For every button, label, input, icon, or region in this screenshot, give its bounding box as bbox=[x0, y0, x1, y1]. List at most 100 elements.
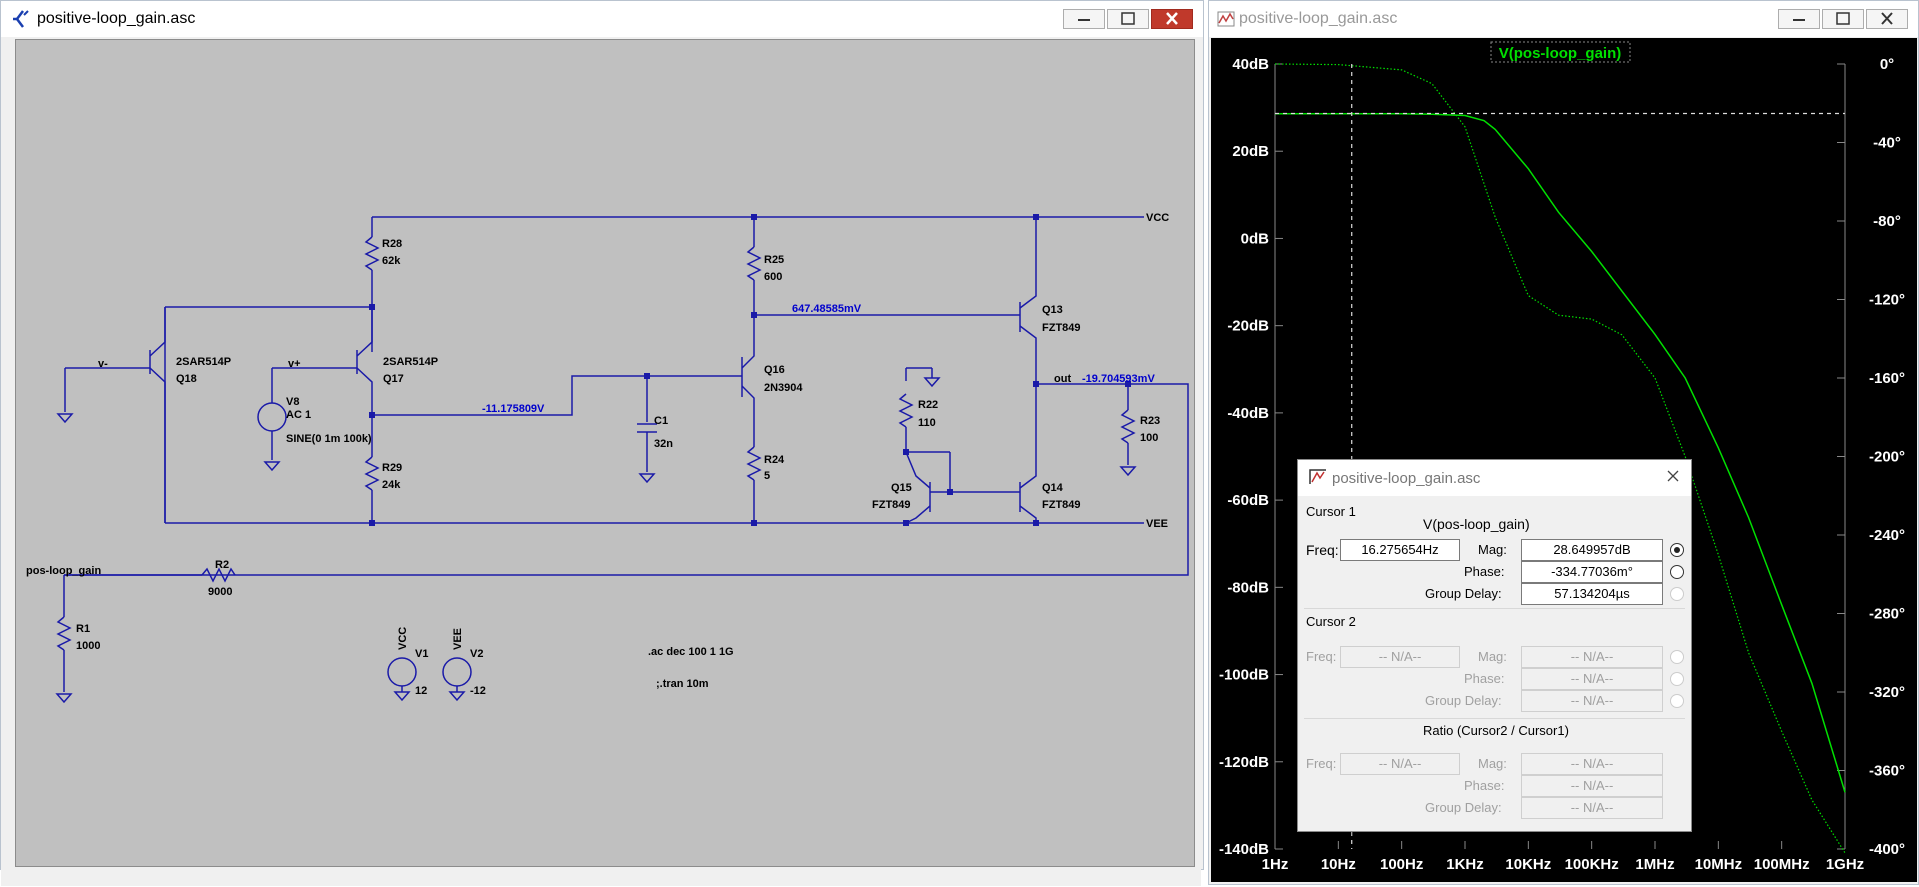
q13-model: FZT849 bbox=[1042, 322, 1081, 334]
plot-maximize-button[interactable] bbox=[1822, 9, 1864, 29]
cursor2-phase-label: Phase: bbox=[1464, 671, 1505, 686]
plot-minimize-button[interactable] bbox=[1778, 9, 1820, 29]
voltage-label-out: -19.704593mV bbox=[1082, 373, 1155, 385]
y2-tick-label: -80° bbox=[1873, 213, 1901, 230]
r29-value: 24k bbox=[382, 479, 401, 491]
trace-title-box bbox=[1490, 41, 1631, 63]
v8-sine: SINE(0 1m 100k) bbox=[286, 433, 372, 445]
cursor1-phase-label: Phase: bbox=[1464, 564, 1505, 579]
cursor-dialog: positive-loop_gain.asc Cursor 1 V(pos-lo… bbox=[1297, 459, 1692, 832]
cursor1-mag-label: Mag: bbox=[1478, 542, 1507, 557]
cursor1-mag-field[interactable]: 28.649957dB bbox=[1521, 539, 1663, 561]
cursor2-freq-field: -- N/A-- bbox=[1340, 646, 1460, 668]
cursor1-phase-radio[interactable] bbox=[1670, 565, 1684, 579]
x-tick-label: 1Hz bbox=[1262, 856, 1289, 873]
phase-trace bbox=[1274, 63, 1846, 854]
cursor1-group-delay-radio[interactable] bbox=[1670, 587, 1684, 601]
cursor2-phase-radio bbox=[1670, 672, 1684, 686]
ratio-freq-field: -- N/A-- bbox=[1340, 753, 1460, 775]
r24-name: R24 bbox=[764, 454, 785, 466]
y2-tick-label: -360° bbox=[1869, 763, 1905, 780]
plot-titlebar[interactable]: positive-loop_gain.asc bbox=[1209, 1, 1918, 37]
r2-value: 9000 bbox=[208, 586, 232, 598]
cursor1-phase-field[interactable]: -334.77036m° bbox=[1521, 561, 1663, 583]
y-tick-label: 0dB bbox=[1241, 230, 1270, 247]
cursor2-group-delay-radio bbox=[1670, 694, 1684, 708]
minimize-button[interactable] bbox=[1063, 9, 1105, 29]
trace-title[interactable]: V(pos-loop_gain) bbox=[1499, 45, 1622, 62]
y-tick-label: -60dB bbox=[1227, 492, 1269, 509]
cursor-dialog-titlebar[interactable]: positive-loop_gain.asc bbox=[1298, 460, 1691, 496]
cursor1-freq-label: Freq: bbox=[1306, 542, 1339, 558]
r22-name: R22 bbox=[918, 399, 938, 411]
cursor2-group-delay-field: -- N/A-- bbox=[1521, 690, 1663, 712]
ltspice-schematic-icon bbox=[9, 9, 31, 34]
y2-tick-label: -160° bbox=[1869, 370, 1905, 387]
v2-net: VEE bbox=[452, 628, 464, 650]
c1-name: C1 bbox=[654, 415, 668, 427]
y-tick-label: -40dB bbox=[1227, 405, 1269, 422]
cursor2-mag-field: -- N/A-- bbox=[1521, 646, 1663, 668]
r29-name: R29 bbox=[382, 462, 402, 474]
status-strip bbox=[1, 869, 1201, 886]
r23-value: 100 bbox=[1140, 432, 1158, 444]
r24-value: 5 bbox=[764, 470, 770, 482]
y2-tick-label: -400° bbox=[1869, 841, 1905, 858]
r28-value: 62k bbox=[382, 255, 401, 267]
y2-tick-label: -240° bbox=[1869, 527, 1905, 544]
q15-name: Q15 bbox=[891, 482, 912, 494]
cursor1-separator bbox=[1304, 608, 1685, 609]
q16-name: Q16 bbox=[764, 364, 785, 376]
schematic-canvas[interactable]: VCC VEE v- v+ out pos-loop_gain R28 62k … bbox=[15, 39, 1195, 867]
cursor2-mag-label: Mag: bbox=[1478, 649, 1507, 664]
cursor1-mag-radio[interactable] bbox=[1670, 543, 1684, 557]
y2-tick-label: -40° bbox=[1873, 135, 1901, 152]
r1-value: 1000 bbox=[76, 640, 100, 652]
y-tick-label: 20dB bbox=[1232, 143, 1269, 160]
x-tick-label: 100KHz bbox=[1565, 856, 1619, 873]
cursor2-mag-radio bbox=[1670, 650, 1684, 664]
y-tick-label: -120dB bbox=[1219, 754, 1269, 771]
v2-name: V2 bbox=[470, 648, 483, 660]
ac-directive[interactable]: .ac dec 100 1 1G bbox=[648, 646, 734, 658]
v8-ac: AC 1 bbox=[286, 409, 311, 421]
net-label-vcc: VCC bbox=[1146, 212, 1169, 224]
cursor2-group-delay-label: Group Delay: bbox=[1425, 693, 1502, 708]
voltage-label-q17-collector: -11.175809V bbox=[482, 403, 545, 415]
y-tick-label: -80dB bbox=[1227, 579, 1269, 596]
cursor2-freq-label: Freq: bbox=[1306, 649, 1337, 664]
q17-model: 2SAR514P bbox=[383, 356, 438, 368]
ratio-mag-field: -- N/A-- bbox=[1521, 753, 1663, 775]
plot-close-button[interactable] bbox=[1866, 9, 1908, 29]
net-label-vee: VEE bbox=[1146, 518, 1168, 530]
cursor1-label: Cursor 1 bbox=[1306, 504, 1356, 519]
maximize-button[interactable] bbox=[1107, 9, 1149, 29]
x-tick-label: 1KHz bbox=[1446, 856, 1484, 873]
schematic-title: positive-loop_gain.asc bbox=[37, 10, 196, 27]
q18-model: 2SAR514P bbox=[176, 356, 231, 368]
v1-name: V1 bbox=[415, 648, 428, 660]
plot-title: positive-loop_gain.asc bbox=[1239, 10, 1398, 27]
q17-name: Q17 bbox=[383, 373, 404, 385]
y-tick-label: 40dB bbox=[1232, 56, 1269, 73]
cursor-dialog-title: positive-loop_gain.asc bbox=[1332, 470, 1481, 487]
ratio-group-delay-label: Group Delay: bbox=[1425, 800, 1502, 815]
y-tick-label: -100dB bbox=[1219, 667, 1269, 684]
cursor-dialog-close-icon[interactable] bbox=[1665, 468, 1681, 489]
cursor1-freq-field[interactable]: 16.275654Hz bbox=[1340, 539, 1460, 561]
y2-tick-label: -280° bbox=[1869, 606, 1905, 623]
ratio-group-delay-field: -- N/A-- bbox=[1521, 797, 1663, 819]
net-label-vplus: v+ bbox=[288, 358, 301, 370]
v8-name: V8 bbox=[286, 396, 299, 408]
v1-net: VCC bbox=[397, 627, 409, 650]
voltage-label-q13-base: 647.48585mV bbox=[792, 303, 862, 315]
cursor-dialog-icon bbox=[1308, 468, 1328, 491]
close-button[interactable] bbox=[1151, 9, 1193, 29]
cursor1-group-delay-field[interactable]: 57.134204µs bbox=[1521, 583, 1663, 605]
v2-value: -12 bbox=[470, 685, 486, 697]
tran-directive[interactable]: ;.tran 10m bbox=[656, 678, 709, 690]
schematic-titlebar[interactable]: positive-loop_gain.asc bbox=[1, 1, 1203, 37]
q13-name: Q13 bbox=[1042, 304, 1063, 316]
x-tick-label: 100Hz bbox=[1380, 856, 1423, 873]
y2-tick-label: -320° bbox=[1869, 684, 1905, 701]
